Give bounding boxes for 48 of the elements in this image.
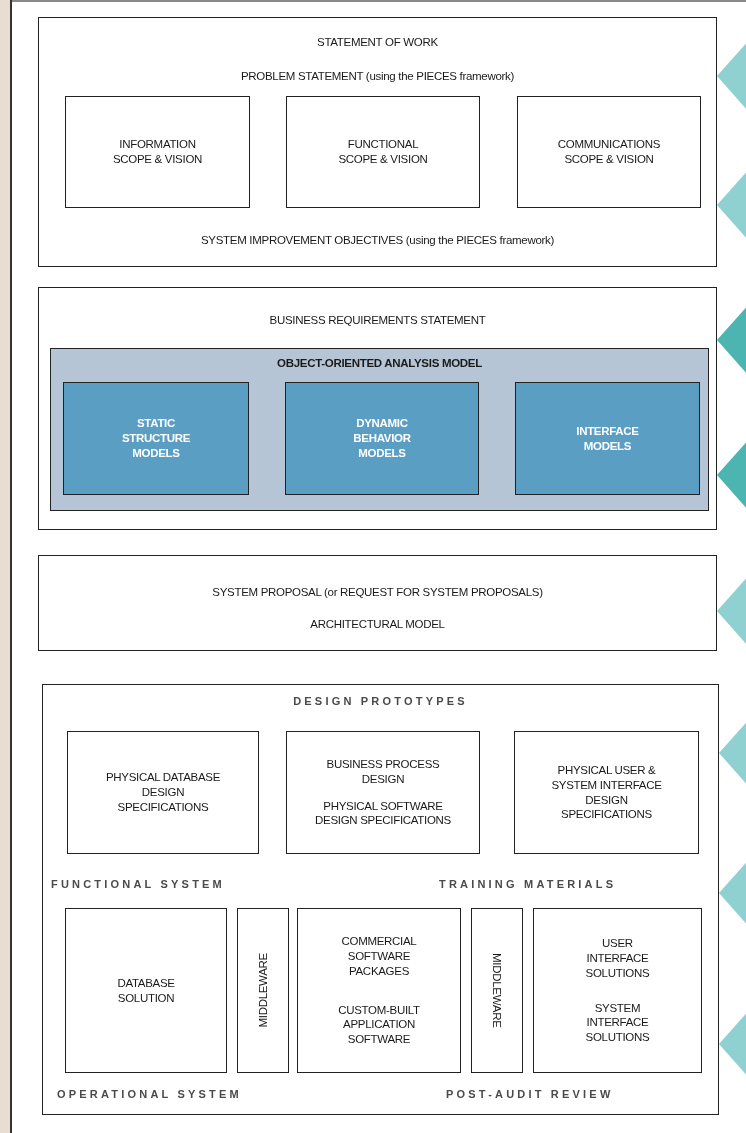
model-box: [285, 382, 479, 495]
box-label: DATABASE SOLUTION: [116, 975, 176, 1006]
section-heading: DESIGN PROTOTYPES: [292, 695, 469, 707]
panel-heading: STATEMENT OF WORK: [316, 36, 439, 48]
deliverable-box: [514, 731, 699, 854]
section-heading: OPERATIONAL SYSTEM: [57, 1088, 242, 1100]
stage-panel: [42, 684, 719, 1115]
box-label: PHYSICAL SOFTWARE DESIGN SPECIFICATIONS: [314, 798, 452, 829]
deliverable-box: [65, 96, 250, 208]
middleware-box: [471, 908, 523, 1073]
model-box: [63, 382, 249, 495]
section-heading: FUNCTIONAL SYSTEM: [51, 878, 225, 890]
box-label: PHYSICAL USER & SYSTEM INTERFACE DESIGN SPECIFICATIONS: [550, 762, 663, 823]
deliverable-box: [65, 908, 227, 1073]
deliverable-box: [286, 731, 480, 854]
panel-heading: SYSTEM PROPOSAL (or REQUEST FOR SYSTEM PROPOSALS): [211, 586, 544, 598]
box-label: CUSTOM-BUILT APPLICATION SOFTWARE: [337, 1002, 421, 1048]
panel-heading: ARCHITECTURAL MODEL: [309, 618, 446, 630]
box-label: SYSTEM INTERFACE SOLUTIONS: [584, 1000, 651, 1046]
box-label: FUNCTIONAL SCOPE & VISION: [338, 137, 428, 167]
stage-panel: [38, 555, 717, 651]
deliverable-box: [286, 96, 480, 208]
model-box: [515, 382, 700, 495]
box-label: MIDDLEWARE: [257, 953, 269, 1028]
deliverable-box: [297, 908, 461, 1073]
stage-panel: [38, 287, 717, 530]
box-label: COMMERCIAL SOFTWARE PACKAGES: [340, 933, 418, 979]
panel-heading: SYSTEM IMPROVEMENT OBJECTIVES (using the PIECES framework): [199, 234, 555, 246]
box-label: INTERFACE MODELS: [575, 423, 640, 454]
box-label: BUSINESS PROCESS DESIGN: [325, 756, 441, 787]
model-group-box: [50, 348, 709, 511]
box-label: USER INTERFACE SOLUTIONS: [584, 935, 651, 981]
box-label: INFORMATION SCOPE & VISION: [111, 137, 204, 167]
section-heading: TRAINING MATERIALS: [439, 878, 617, 890]
deliverable-box: [517, 96, 701, 208]
box-label: STATIC STRUCTURE MODELS: [120, 416, 192, 461]
panel-heading: BUSINESS REQUIREMENTS STATEMENT: [268, 314, 487, 326]
box-label: DYNAMIC BEHAVIOR MODELS: [352, 416, 412, 461]
panel-heading: PROBLEM STATEMENT (using the PIECES framework): [239, 70, 516, 82]
stage-panel: [38, 17, 717, 267]
middleware-box: [237, 908, 289, 1073]
panel-heading: OBJECT-ORIENTED ANALYSIS MODEL: [276, 357, 483, 369]
box-label: MIDDLEWARE: [491, 953, 503, 1028]
box-label: PHYSICAL DATABASE DESIGN SPECIFICATIONS: [104, 770, 222, 815]
box-label: COMMUNICATIONS SCOPE & VISION: [556, 137, 662, 167]
section-heading: POST-AUDIT REVIEW: [446, 1088, 614, 1100]
deliverable-box: [67, 731, 259, 854]
deliverable-box: [533, 908, 702, 1073]
